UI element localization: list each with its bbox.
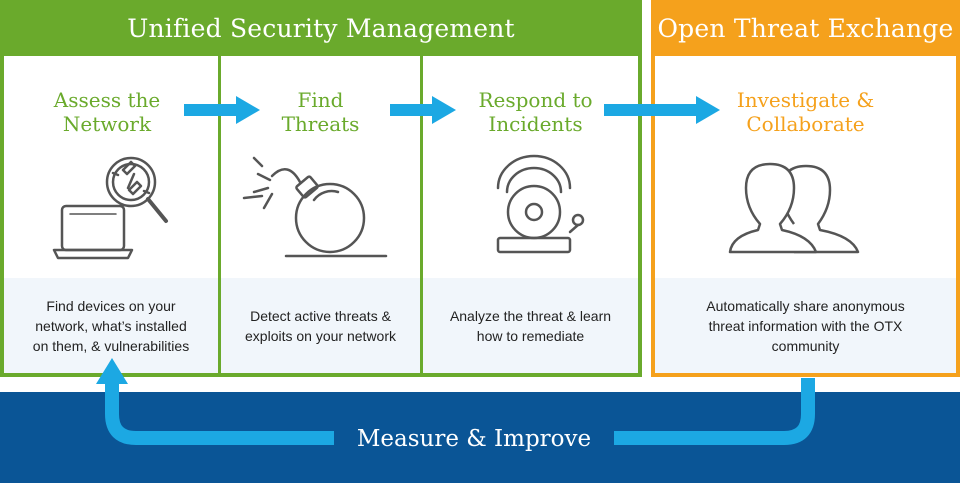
feedback-arrowhead bbox=[96, 358, 128, 384]
flow-arrow-3 bbox=[604, 96, 720, 124]
panel-desc-respond: Analyze the threat & learn how to remedi… bbox=[423, 278, 638, 373]
panel-title-assess: Assess the Network bbox=[53, 88, 161, 136]
measure-improve-label: Measure & Improve bbox=[356, 426, 592, 452]
otx-header: Open Threat Exchange bbox=[651, 0, 960, 56]
panel-title-find: Find Threats bbox=[281, 88, 360, 136]
panel-title-investigate: Investigate & Collaborate bbox=[736, 88, 875, 136]
panel-title-respond: Respond to Incidents bbox=[478, 88, 593, 136]
panel-desc-assess: Find devices on your network, what’s ins… bbox=[4, 278, 218, 373]
bomb-icon bbox=[242, 156, 388, 258]
panel-desc-investigate: Automatically share anonymous threat inf… bbox=[655, 278, 956, 373]
flow-arrow-1 bbox=[184, 96, 260, 124]
laptop-magnifier-icon bbox=[52, 156, 168, 260]
people-icon bbox=[728, 162, 860, 254]
usm-header: Unified Security Management bbox=[0, 0, 642, 56]
usm-header-label: Unified Security Management bbox=[127, 13, 515, 43]
otx-header-label: Open Threat Exchange bbox=[657, 13, 954, 43]
panel-desc-find: Detect active threats & exploits on your… bbox=[221, 278, 420, 373]
alarm-bell-icon bbox=[496, 154, 585, 254]
flow-arrow-2 bbox=[390, 96, 456, 124]
feedback-loop-arrow bbox=[105, 378, 815, 445]
